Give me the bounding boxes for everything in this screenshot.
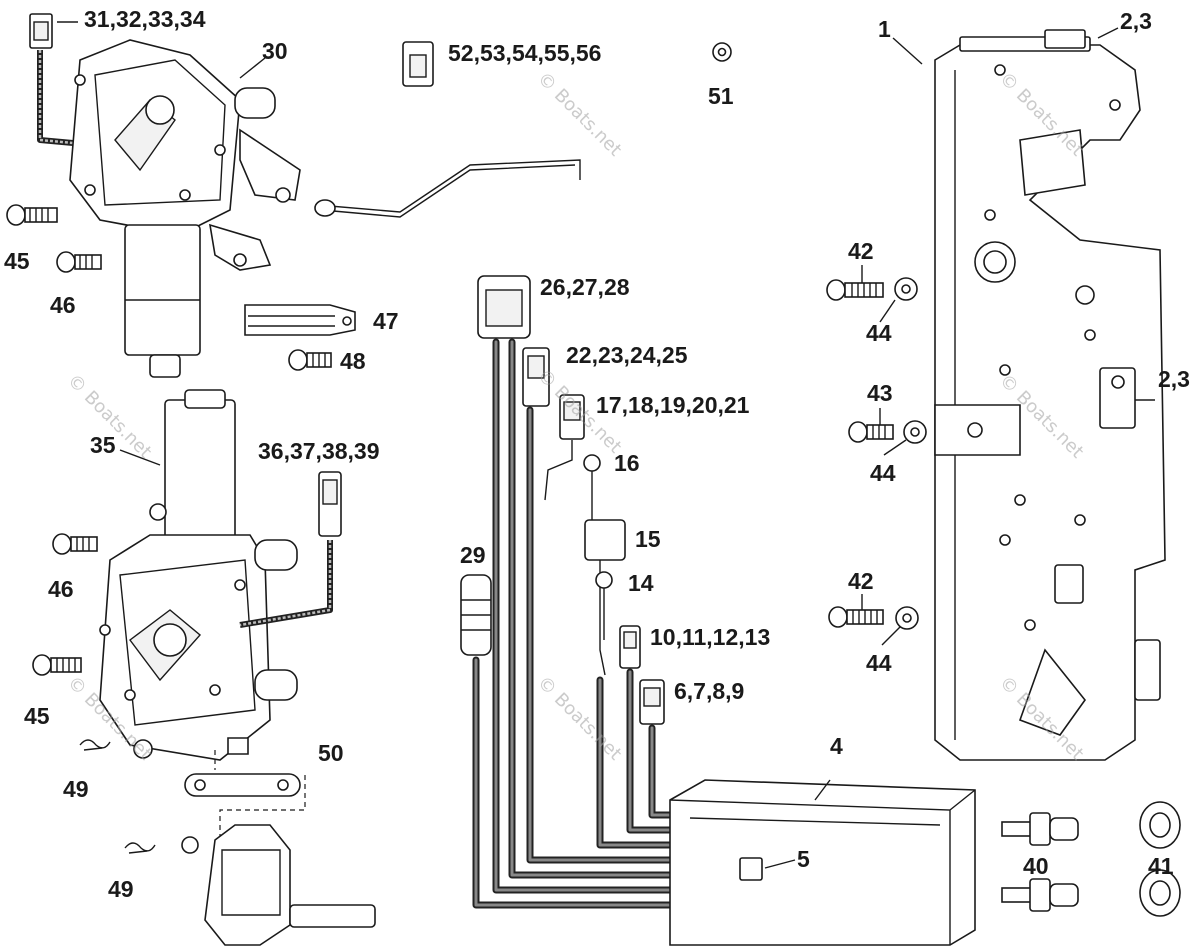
callout-2-3-mid: 2,3 xyxy=(1158,366,1190,392)
callout-4: 4 xyxy=(830,733,843,759)
callout-46-bottom: 46 xyxy=(48,576,74,602)
callout-47: 47 xyxy=(373,308,399,334)
screw-part-46-bottom xyxy=(52,533,98,555)
callout-17-21: 17,18,19,20,21 xyxy=(596,392,750,418)
callout-14: 14 xyxy=(628,570,654,596)
screw-part-45-top xyxy=(6,204,58,226)
callout-15: 15 xyxy=(635,526,661,552)
connector-part-17-21 xyxy=(544,394,585,501)
callout-31-34: 31,32,33,34 xyxy=(84,6,206,32)
callout-49-bottom: 49 xyxy=(108,876,134,902)
callout-26-28: 26,27,28 xyxy=(540,274,630,300)
callout-1: 1 xyxy=(878,16,891,42)
clamp-part-47 xyxy=(244,304,356,336)
bolt-part-42-top xyxy=(826,279,884,301)
screw-part-45-bottom xyxy=(32,654,82,676)
callout-45-top: 45 xyxy=(4,248,30,274)
connector-part-29 xyxy=(460,574,699,909)
callout-5: 5 xyxy=(797,846,810,872)
bracket-part-1 xyxy=(934,29,1166,761)
washer-part-44-bottom xyxy=(895,606,919,630)
washer-part-44-mid xyxy=(903,420,927,444)
wire-14-15-inner xyxy=(598,678,697,847)
clip-part-49-bottom xyxy=(124,842,156,854)
callout-35: 35 xyxy=(90,432,116,458)
callout-44-top: 44 xyxy=(866,320,892,346)
screw-part-46-top xyxy=(56,251,102,273)
callout-51: 51 xyxy=(708,83,734,109)
callout-44-mid: 44 xyxy=(870,460,896,486)
ring-terminal-part-16 xyxy=(583,454,601,520)
harness-part-26-28 xyxy=(477,275,699,894)
callout-30: 30 xyxy=(262,38,288,64)
callout-42-top: 42 xyxy=(848,238,874,264)
screw-part-48 xyxy=(288,349,332,371)
callout-43: 43 xyxy=(867,380,893,406)
connector-part-22-25 xyxy=(522,347,699,864)
callout-46-top: 46 xyxy=(50,292,76,318)
callout-49-top: 49 xyxy=(63,776,89,802)
leader-lines xyxy=(57,21,1155,869)
callout-6-9: 6,7,8,9 xyxy=(674,678,745,704)
callout-22-25: 22,23,24,25 xyxy=(566,342,688,368)
fitting-part-40 xyxy=(1001,812,1079,912)
washer-part-51 xyxy=(712,42,732,62)
callout-40: 40 xyxy=(1023,853,1049,879)
holder-part-15 xyxy=(584,519,626,676)
ring-terminal-part-14 xyxy=(595,571,613,640)
callout-48: 48 xyxy=(340,348,366,374)
callout-52-56: 52,53,54,55,56 xyxy=(448,40,602,66)
trim-motor-bottom-part-35 xyxy=(99,389,333,761)
connector-part-36-39 xyxy=(318,471,342,537)
callout-16: 16 xyxy=(614,450,640,476)
bolt-part-43 xyxy=(848,421,894,443)
washer-part-44-top xyxy=(894,277,918,301)
callout-2-3-top: 2,3 xyxy=(1120,8,1152,34)
callout-50: 50 xyxy=(318,740,344,766)
linkage-part-50 xyxy=(184,737,376,946)
bolt-part-42-bottom xyxy=(828,606,884,628)
callout-41: 41 xyxy=(1148,853,1174,879)
callout-44-bottom: 44 xyxy=(866,650,892,676)
clip-part-49-top xyxy=(79,739,111,751)
callout-45-bottom: 45 xyxy=(24,703,50,729)
trim-motor-top-part-30 xyxy=(69,39,301,378)
grommet-part-41 xyxy=(1139,801,1181,917)
callout-42-bottom: 42 xyxy=(848,568,874,594)
callout-10-13: 10,11,12,13 xyxy=(650,624,771,650)
terminal-part-52-56 xyxy=(402,41,434,87)
module-part-4 xyxy=(669,779,976,946)
link-rod xyxy=(314,159,581,218)
washers xyxy=(133,739,199,854)
callout-29: 29 xyxy=(460,542,486,568)
callout-36-39: 36,37,38,39 xyxy=(258,438,380,464)
